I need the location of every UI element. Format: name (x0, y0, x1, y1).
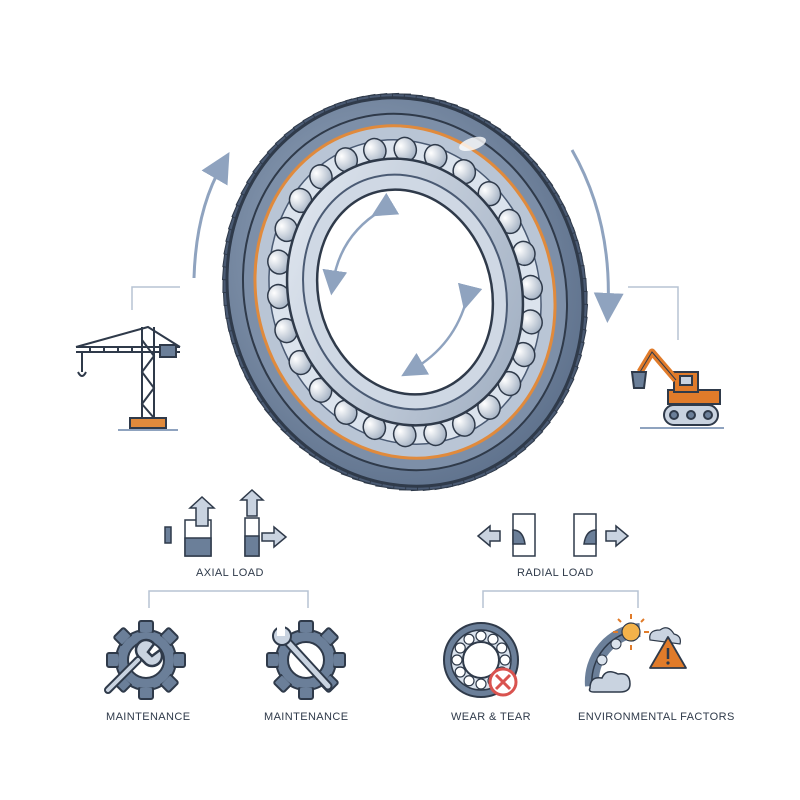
bearing-ball (463, 633, 475, 645)
gear-tooth (138, 686, 154, 700)
leader-line-left (131, 286, 180, 310)
tower-crane-icon (75, 325, 181, 431)
ball-rollers (266, 136, 544, 448)
gear-tooth (106, 652, 120, 668)
environment-warning-icon (584, 614, 687, 693)
gear-tooth (332, 652, 346, 668)
slewing-bearing (221, 92, 589, 492)
bearing-ball (454, 666, 466, 678)
excavator-icon (630, 348, 724, 429)
axial-load-label: AXIAL LOAD (196, 567, 264, 579)
gear-tooth (266, 652, 280, 668)
gear-tooth (298, 620, 314, 634)
bearing-ball (475, 678, 487, 690)
gear-wrench-icon (104, 620, 186, 700)
bearing-ball (454, 642, 466, 654)
bearing-ball (475, 630, 487, 642)
gear-wrench-icon (266, 620, 346, 700)
radial-load-icon (476, 513, 630, 557)
gear-tooth (298, 686, 314, 700)
gear-tooth (172, 652, 186, 668)
environmental-factors-label: ENVIRONMENTAL FACTORS (578, 711, 735, 723)
bearing-ball (487, 633, 499, 645)
shine-highlight (459, 136, 486, 152)
maintenance-label: MAINTENANCE (106, 711, 191, 723)
bearing-wear-icon (443, 622, 519, 698)
bearing-ball (499, 654, 511, 666)
axial-load-icon (164, 488, 288, 557)
curved-arrow-right (570, 149, 624, 323)
bracket-right (482, 590, 639, 608)
wear-tear-label: WEAR & TEAR (451, 711, 531, 723)
maintenance-label-2: MAINTENANCE (264, 711, 349, 723)
curved-arrow-left (192, 152, 230, 279)
rotation-arrow-lower (401, 282, 483, 377)
bearing-ball (496, 642, 508, 654)
rotation-arrow-upper (322, 192, 400, 296)
gear-tooth (138, 620, 154, 634)
bearing-ball (463, 675, 475, 687)
leader-line-right (628, 286, 679, 340)
bearing-ball (451, 654, 463, 666)
radial-load-label: RADIAL LOAD (517, 567, 594, 579)
bracket-left (148, 590, 309, 608)
